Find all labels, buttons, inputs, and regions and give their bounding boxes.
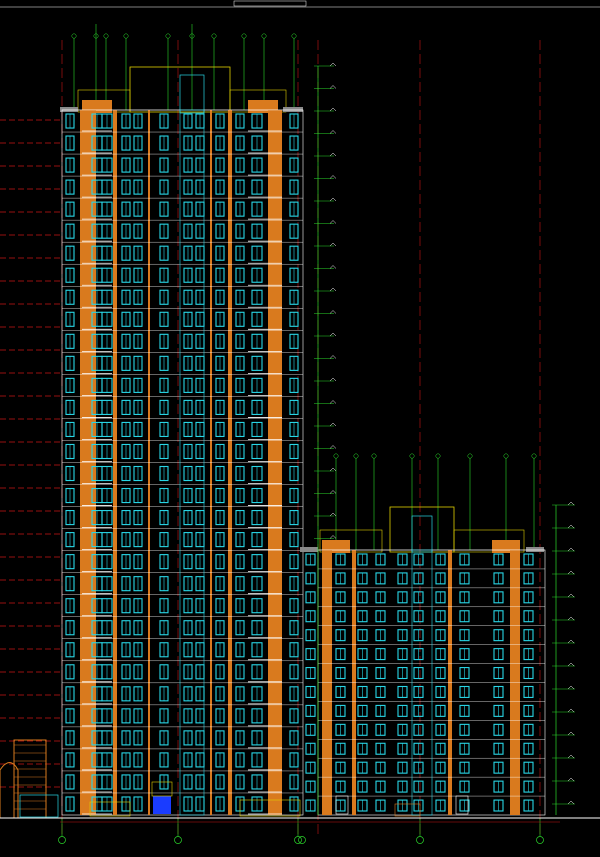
tower-b-crown-window [411, 515, 433, 553]
grid-bubble [71, 33, 77, 39]
tower-a-elevation [60, 66, 304, 816]
axis-bubble-icon [298, 836, 306, 844]
elevation-marker [329, 152, 337, 157]
tower-b-entrance [455, 795, 469, 815]
tower-a-parapet-left [60, 107, 78, 112]
grid-bubble [123, 33, 129, 39]
elevation-marker [329, 355, 337, 359]
elevation-marker [567, 501, 575, 506]
grid-bubble [165, 33, 171, 39]
tower-a-entrance [153, 796, 171, 814]
tower-b-roof-frame-right [453, 529, 525, 553]
elevation-marker [329, 220, 337, 224]
grid-bubble [103, 33, 109, 39]
elevation-marker [329, 85, 337, 89]
podium-shopfront [19, 794, 59, 818]
elevation-marker [329, 107, 337, 112]
elevation-marker [329, 535, 337, 539]
elevation-marker [567, 593, 575, 598]
elevation-marker [329, 400, 337, 404]
tower-a-crown-window [179, 74, 205, 114]
elevation-marker [329, 377, 337, 382]
grid-bubble [435, 453, 441, 459]
grid-bubble [241, 33, 247, 39]
elevation-marker [329, 197, 337, 202]
tower-b-roof-frame-left [319, 529, 383, 553]
grid-bubble [261, 33, 267, 39]
grid-bubble [409, 453, 415, 459]
axis-bubble-icon [294, 836, 302, 844]
elevation-marker [567, 731, 575, 736]
podium-arch [0, 762, 19, 819]
elevation-marker [567, 777, 575, 782]
axis-bubble-icon [58, 836, 66, 844]
elevation-marker [329, 287, 337, 292]
tower-b-entrance [335, 795, 349, 815]
elevation-marker [329, 512, 337, 517]
podium-canopy-c [394, 803, 421, 817]
elevation-marker [567, 800, 575, 805]
elevation-marker [567, 639, 575, 644]
grid-bubble [531, 453, 537, 459]
grid-bubble [503, 453, 509, 459]
sheet-title-strip [233, 0, 307, 7]
grid-bubble [211, 33, 217, 39]
elevation-marker [329, 445, 337, 449]
tower-b-core-column [411, 549, 433, 816]
elevation-marker [567, 524, 575, 529]
axis-markers-group [58, 818, 544, 844]
elevation-marker [329, 332, 337, 337]
elevation-marker [567, 685, 575, 690]
elevation-marker [329, 130, 337, 134]
podium-canopy-a [239, 799, 301, 817]
elevation-marker [329, 265, 337, 269]
elevation-marker [329, 490, 337, 494]
dimension-chain-group [314, 62, 575, 815]
axis-bubble-icon [174, 836, 182, 844]
elevation-marker [567, 662, 575, 667]
elevation-marker [329, 62, 337, 67]
elevation-marker [567, 708, 575, 713]
elevation-marker [329, 467, 337, 472]
elevation-marker [329, 242, 337, 247]
elevation-marker [329, 310, 337, 314]
grid-bubble [467, 453, 473, 459]
elevation-marker [567, 547, 575, 552]
tower-a-entrance-canopy [151, 781, 173, 797]
grid-bubble [291, 33, 297, 39]
tower-a-parapet-right [283, 107, 303, 112]
podium-canopy-b [89, 801, 131, 817]
grid-bubble [353, 453, 359, 459]
tower-a-core-column [179, 109, 205, 816]
axis-bubble-icon [416, 836, 424, 844]
elevation-marker [567, 570, 575, 575]
tower-b-parapet-left [300, 547, 318, 552]
elevation-marker [329, 175, 337, 179]
grid-bubble [371, 453, 377, 459]
grid-lines-group [71, 24, 537, 550]
axis-bubble-icon [536, 836, 544, 844]
elevation-marker [329, 422, 337, 427]
elevation-marker [567, 616, 575, 621]
tower-b-parapet-right [526, 547, 544, 552]
grid-bubble [333, 453, 339, 459]
elevation-marker [567, 754, 575, 759]
